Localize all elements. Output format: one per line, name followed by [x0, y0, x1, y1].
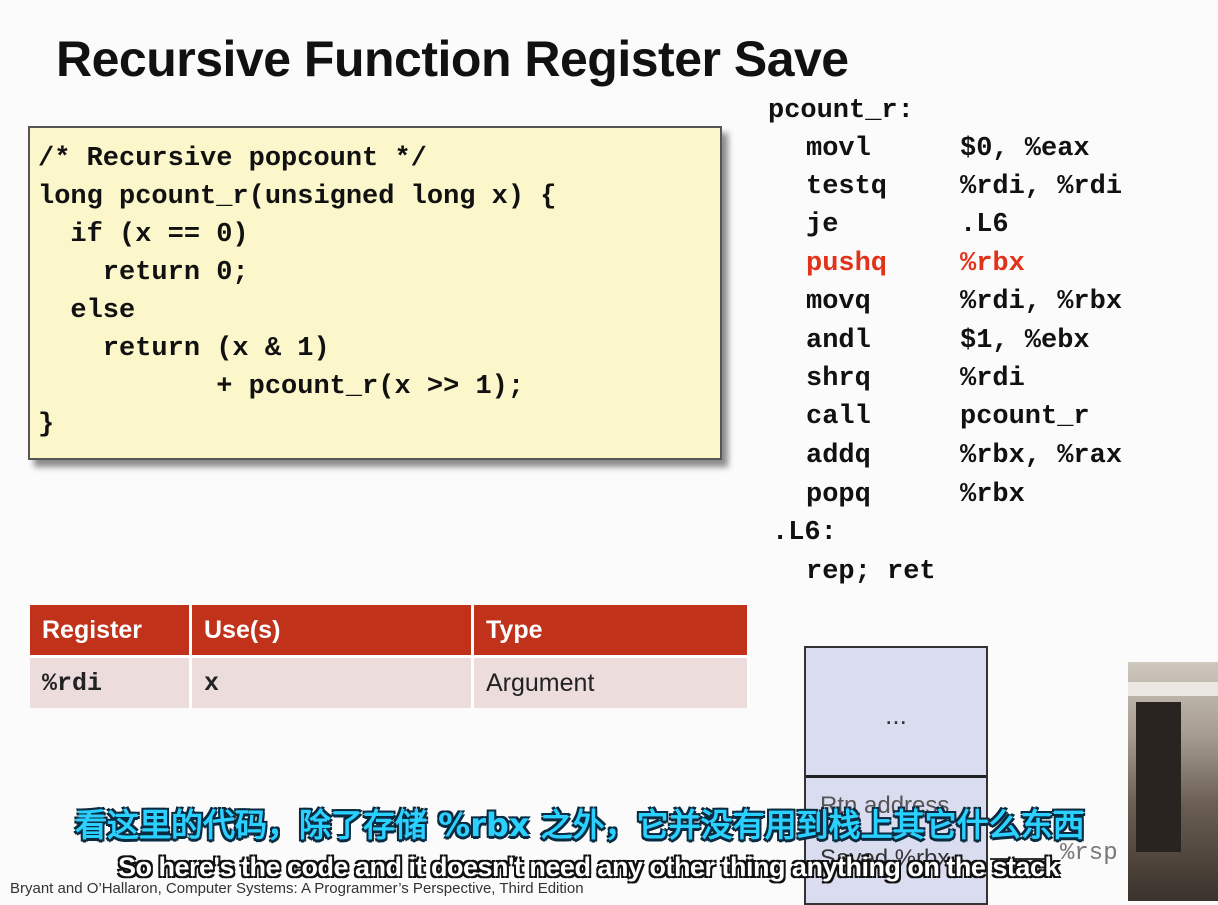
asm-arg: pcount_r: [960, 402, 1090, 432]
table-header: Type: [474, 605, 750, 655]
asm-arg: %rdi, %rdi: [960, 172, 1123, 202]
asm-arg: $0, %eax: [960, 134, 1090, 164]
register-table: Register Use(s) Type %rdi x Argument: [30, 605, 750, 708]
table-cell: Argument: [474, 655, 750, 708]
subtitle-english: So here's the code and it doesn't need a…: [118, 852, 1059, 882]
stack-ellipsis: ...: [885, 700, 907, 730]
c-code-box: /* Recursive popcount */ long pcount_r(u…: [28, 126, 722, 460]
table-row: %rdi x Argument: [30, 655, 750, 708]
code-line: return 0;: [38, 258, 249, 288]
asm-op: testq: [806, 172, 888, 202]
subtitle-chinese: 看这里的代码，除了存储 %rbx 之外，它并没有用到栈上其它什么东西: [75, 806, 1085, 844]
webcam-door: [1136, 702, 1181, 852]
presenter-webcam: [1128, 662, 1218, 901]
code-line: long pcount_r(unsigned long x) {: [38, 182, 557, 212]
code-line: return (x & 1): [38, 334, 330, 364]
rsp-label: %rsp: [1060, 840, 1118, 867]
code-line: + pcount_r(x >> 1);: [38, 372, 525, 402]
rsp-arrow-icon: [990, 858, 1050, 860]
asm-op: je: [806, 210, 839, 240]
stack-cell-saved: Saved %rbx: [820, 845, 950, 872]
asm-op: andl: [806, 326, 871, 356]
table-header: Register: [30, 605, 192, 655]
asm-op: call: [806, 402, 871, 432]
asm-arg: .L6: [960, 210, 1009, 240]
code-line: }: [38, 410, 55, 440]
asm-op: movq: [806, 287, 871, 317]
stack-diagram: ... Rtn address Saved %rbx: [804, 646, 988, 905]
asm-op: addq: [806, 441, 871, 471]
code-line: /* Recursive popcount */: [38, 144, 427, 174]
table-header: Use(s): [192, 605, 474, 655]
asm-arg: $1, %ebx: [960, 326, 1090, 356]
slide-credit: Bryant and O’Hallaron, Computer Systems:…: [10, 880, 584, 897]
code-line: if (x == 0): [38, 220, 249, 250]
asm-arg-highlighted: %rbx: [960, 249, 1025, 279]
asm-final: rep; ret: [806, 557, 936, 587]
asm-op: shrq: [806, 364, 871, 394]
asm-func-label: pcount_r:: [768, 96, 914, 126]
webcam-shelf: [1128, 682, 1218, 696]
asm-l6-label: .L6:: [772, 518, 837, 548]
table-cell: %rdi: [30, 655, 192, 708]
asm-op-highlighted: pushq: [806, 249, 888, 279]
code-line: else: [38, 296, 136, 326]
asm-arg: %rbx: [960, 480, 1025, 510]
asm-arg: %rdi, %rbx: [960, 287, 1123, 317]
asm-op: popq: [806, 480, 871, 510]
table-cell: x: [192, 655, 474, 708]
asm-arg: %rdi: [960, 364, 1025, 394]
asm-arg: %rbx, %rax: [960, 441, 1123, 471]
stack-cell-rtn: Rtn address: [820, 792, 950, 819]
asm-op: movl: [806, 134, 871, 164]
stack-divider: [806, 775, 986, 778]
slide-title: Recursive Function Register Save: [56, 31, 849, 87]
